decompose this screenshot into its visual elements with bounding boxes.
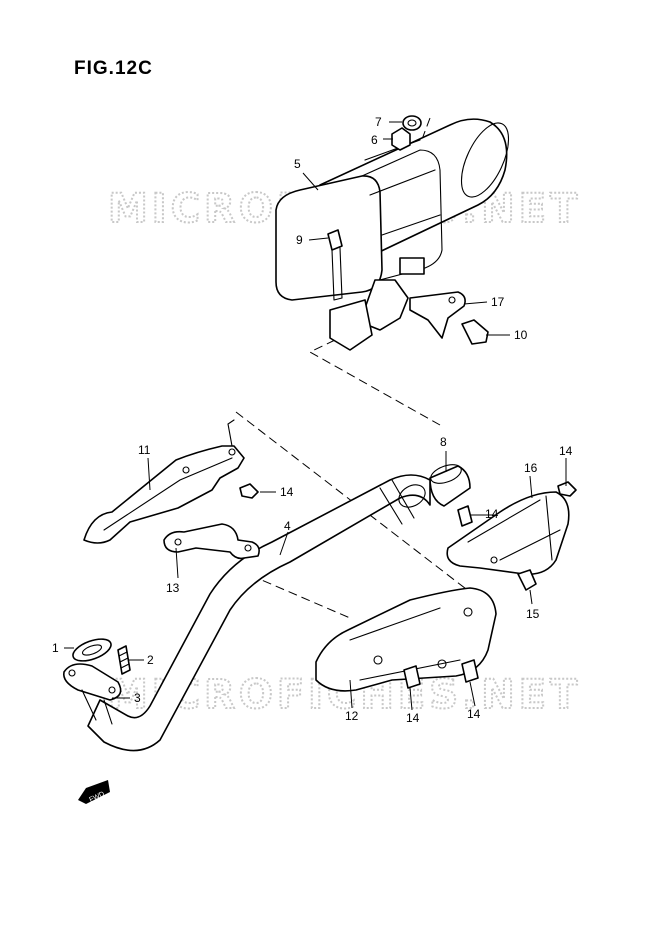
callout-3: 3	[134, 691, 141, 705]
sleeve-part-8	[429, 464, 471, 507]
leader-lines	[64, 121, 567, 711]
fwd-arrow-icon: FWD	[78, 780, 110, 804]
muffler	[275, 118, 510, 351]
callout-2: 2	[147, 653, 154, 667]
callout-10: 10	[514, 328, 528, 342]
heat-shield-part-16	[446, 491, 570, 576]
bolt-part-14-c	[557, 481, 577, 497]
gasket-part-1	[72, 638, 112, 662]
callout-16: 16	[524, 461, 538, 475]
nut-part-6	[391, 127, 411, 151]
cover-part-11	[83, 419, 245, 544]
stud-part-2	[117, 645, 131, 675]
callout-12: 12	[345, 709, 359, 723]
callout-11: 11	[138, 443, 151, 457]
callout-14-c: 14	[559, 444, 573, 458]
exhaust-pipe-part-4	[87, 474, 431, 752]
bolt-part-14-e	[461, 659, 479, 683]
flange-part-3	[62, 663, 122, 725]
callout-1: 1	[52, 641, 59, 655]
bolt-part-15	[517, 569, 537, 591]
bracket-part-17	[409, 291, 466, 339]
callout-15: 15	[526, 607, 540, 621]
bolt-part-14-d	[403, 665, 421, 689]
callout-14-d: 14	[406, 711, 420, 725]
bracket-part-13	[163, 523, 260, 560]
callout-17: 17	[491, 295, 505, 309]
callout-5: 5	[294, 157, 301, 171]
bolt-part-14-b	[457, 505, 473, 527]
callout-8: 8	[440, 435, 447, 449]
bolt-part-10	[461, 319, 489, 345]
callout-14-b: 14	[485, 507, 499, 521]
callout-7: 7	[375, 115, 382, 129]
figure-title: FIG.12C	[74, 58, 153, 79]
bolt-part-9	[327, 229, 343, 301]
callout-6: 6	[371, 133, 378, 147]
callout-9: 9	[296, 233, 303, 247]
callout-13: 13	[166, 581, 180, 595]
bolt-part-14-a	[239, 483, 259, 499]
callout-14-a: 14	[280, 485, 294, 499]
washer-part-7	[402, 115, 422, 131]
callout-4: 4	[284, 519, 291, 533]
callout-14-e: 14	[467, 707, 481, 721]
